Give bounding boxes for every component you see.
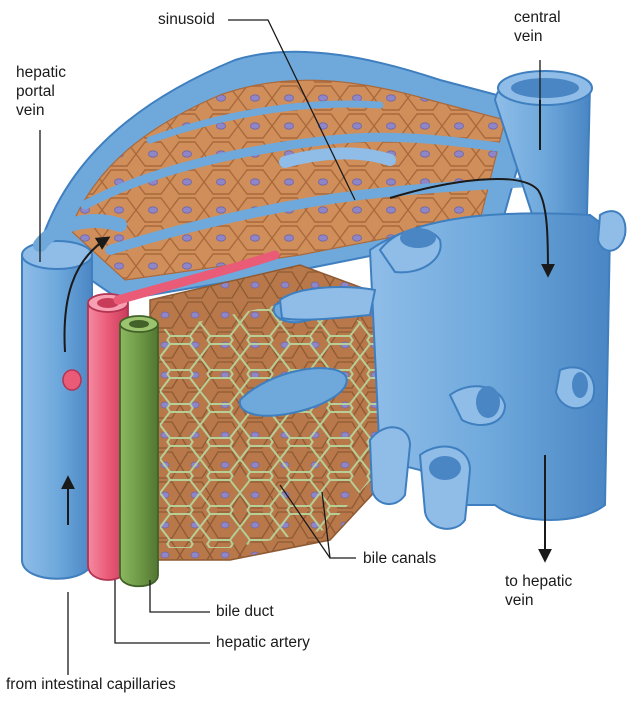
central-vein-label: central vein [514,8,561,46]
bile-duct-leader [150,580,210,612]
sinusoid-label: sinusoid [158,10,215,29]
hepatic-artery-label: hepatic artery [216,633,310,652]
bile-duct [120,316,158,586]
from-intestinal-capillaries-label: from intestinal capillaries [6,675,176,694]
bile-duct-label: bile duct [216,602,274,621]
bile-canals-label: bile canals [363,549,436,568]
hepatic-portal-vein-label: hepatic portal vein [16,63,66,120]
to-hepatic-vein-label: to hepatic vein [505,572,572,610]
